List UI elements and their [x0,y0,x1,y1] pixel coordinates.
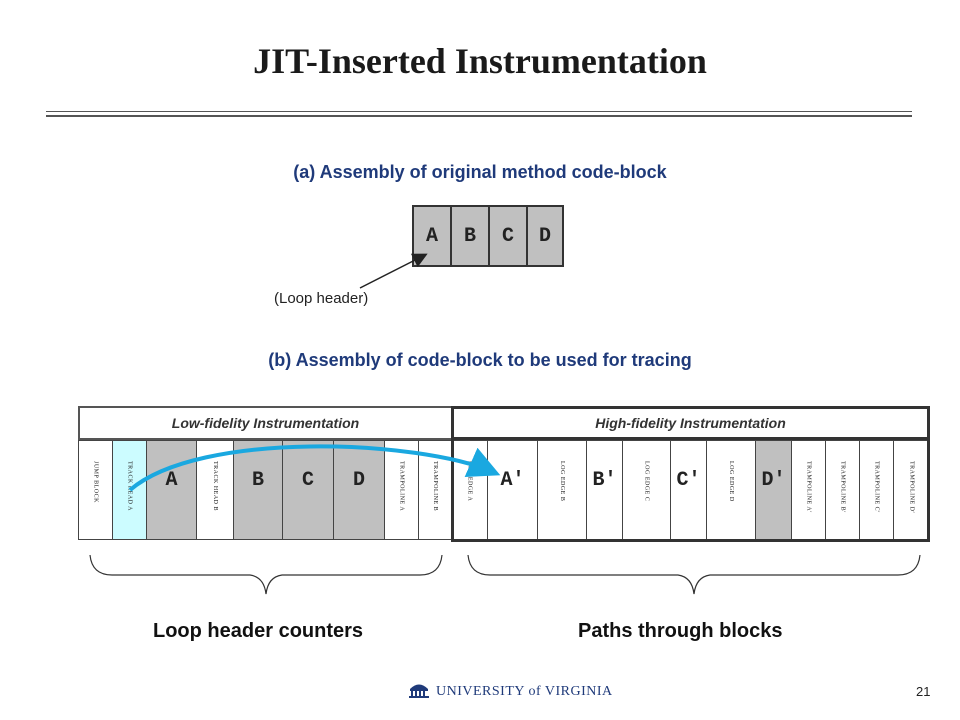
rotunda-icon [409,684,429,698]
paths-through-blocks-label: Paths through blocks [578,620,783,642]
code-cell-label: LOG EDGE B [559,461,565,502]
code-cell: LOG EDGE B [537,440,587,540]
code-cell: LOG EDGE A [451,440,488,540]
code-cell: B [233,440,283,540]
code-cell: TRAMPOLINE B [418,440,452,540]
brace-left [89,554,443,595]
code-cell: A′ [487,440,538,540]
code-cell-label: TRAMPOLINE D′ [908,461,915,514]
code-cell: LOG EDGE C [622,440,671,540]
code-cell: TRACK HEAD A [112,440,147,540]
university-logo-text: UNIVERSITY of VIRGINIA [436,684,613,699]
original-block-d: D [526,205,564,267]
code-cell: TRAMPOLINE A′ [791,440,826,540]
heading-b: (b) Assembly of code-block to be used fo… [268,350,692,370]
original-block-c: C [488,205,528,267]
code-cell-label: TRAMPOLINE C′ [873,461,880,513]
code-cell: TRAMPOLINE C′ [859,440,894,540]
code-cell-label: TRACK HEAD A [126,461,133,512]
brace-right [467,554,921,595]
title-rule-bottom [46,115,912,117]
code-cell: TRAMPOLINE B′ [825,440,860,540]
title-rule-top [46,111,912,112]
code-cell-label: TRAMPOLINE A′ [805,461,812,513]
page-number: 21 [916,684,931,699]
low-fidelity-band: Low-fidelity Instrumentation [78,406,453,440]
code-cell: TRAMPOLINE A [384,440,419,540]
code-cell-label: LOG EDGE D [728,461,734,502]
code-cell-label: B [251,469,264,492]
code-cell: D [333,440,385,540]
code-cell: B′ [586,440,623,540]
code-cell: LOG EDGE D [706,440,756,540]
heading-a: (a) Assembly of original method code-blo… [293,162,667,182]
code-cell-label: C′ [676,469,701,492]
code-cell-label: A [165,469,178,492]
code-cell-label: JUMP BLOCK [92,461,99,503]
original-block-a: A [412,205,452,267]
code-cell: A [146,440,197,540]
code-cell-label: TRAMPOLINE B [432,461,438,512]
code-cell-label: LOG EDGE A [466,461,473,502]
code-cell-label: D [352,469,365,492]
original-block-b: B [450,205,490,267]
code-cell: TRACK HEAD B [196,440,234,540]
code-cell-label: LOG EDGE C [643,461,650,502]
code-cell: C [282,440,334,540]
loop-header-counters-label: Loop header counters [153,620,364,642]
slide-title: JIT-Inserted Instrumentation [253,41,707,81]
code-cell-label: D′ [761,469,786,492]
code-cell-label: A′ [500,469,525,492]
code-cell-label: TRACK HEAD B [212,461,218,512]
code-cell: JUMP BLOCK [78,440,113,540]
loop-header-label: (Loop header) [274,290,369,307]
code-cell-label: C [301,469,314,492]
code-cell: D′ [755,440,792,540]
high-fidelity-band: High-fidelity Instrumentation [451,406,930,440]
code-cell-label: TRAMPOLINE B′ [839,461,846,513]
code-cell-label: B′ [592,469,617,492]
code-cell-label: TRAMPOLINE A [398,461,405,512]
code-cell: TRAMPOLINE D′ [893,440,930,540]
code-cell: C′ [670,440,707,540]
